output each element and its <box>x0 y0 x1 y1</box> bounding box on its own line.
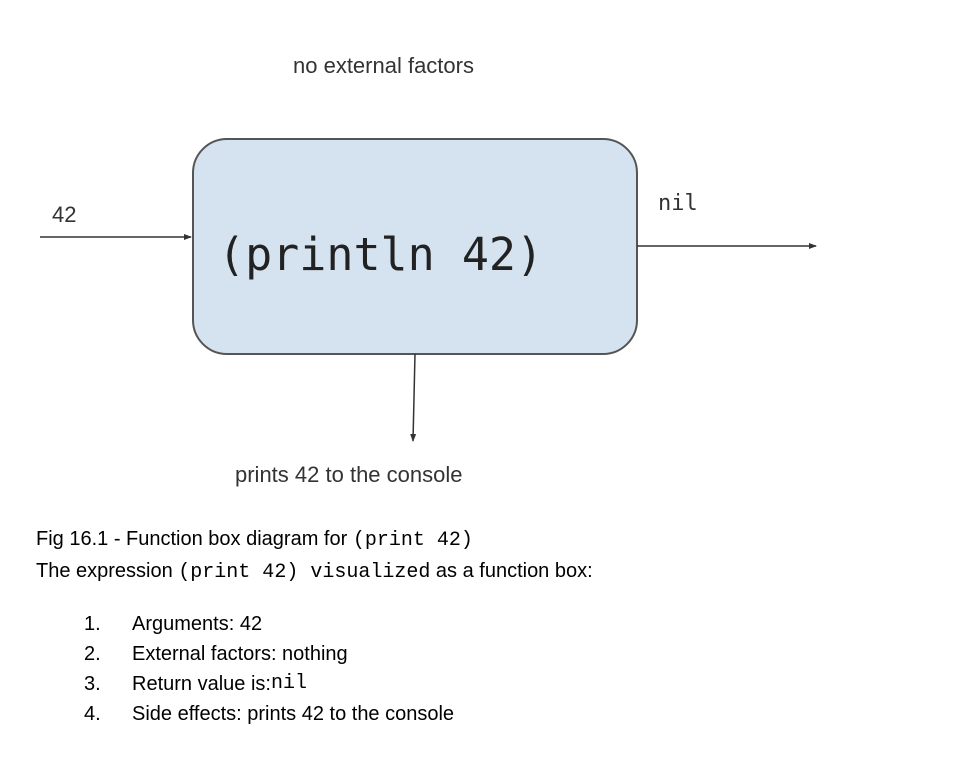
caption-line-2-code: (print 42) visualized <box>178 561 431 584</box>
list-text: External factors: nothing <box>132 643 348 665</box>
list-item: 1. Arguments: 42 <box>84 609 454 639</box>
caption-line-2-text: The expression <box>36 560 179 582</box>
bottom-label: prints 42 to the console <box>235 462 462 487</box>
list-code: nil <box>270 672 307 695</box>
caption-line-1: Fig 16.1 - Function box diagram for (pri… <box>36 524 593 556</box>
list-number: 4. <box>84 703 101 725</box>
caption-line-2: The expression (print 42) visualized as … <box>36 556 593 588</box>
function-box-diagram: no external factors (println 42) 42 nil … <box>40 53 817 487</box>
top-label: no external factors <box>293 53 474 78</box>
figure-caption: Fig 16.1 - Function box diagram for (pri… <box>36 524 593 588</box>
list-text: Return value is: <box>132 673 271 695</box>
list-text: Side effects: prints 42 to the console <box>132 703 455 725</box>
caption-line-1-code: (print 42) <box>352 529 473 552</box>
side-effect-arrow <box>410 353 417 442</box>
function-properties-list: 1. Arguments: 42 2. External factors: no… <box>84 609 454 729</box>
input-label: 42 <box>52 202 76 227</box>
list-number: 1. <box>84 613 101 635</box>
function-expression: (println 42) <box>218 228 543 281</box>
list-item: 2. External factors: nothing <box>84 639 454 669</box>
caption-line-2-tail: as a function box: <box>430 560 593 582</box>
list-item: 4. Side effects: prints 42 to the consol… <box>84 699 454 729</box>
list-number: 2. <box>84 643 101 665</box>
list-text: Arguments: 42 <box>132 613 263 635</box>
list-number: 3. <box>84 673 101 695</box>
list-item: 3. Return value is: nil <box>84 669 454 699</box>
output-label: nil <box>658 191 698 216</box>
caption-line-1-text: Fig 16.1 - Function box diagram for <box>36 528 353 550</box>
